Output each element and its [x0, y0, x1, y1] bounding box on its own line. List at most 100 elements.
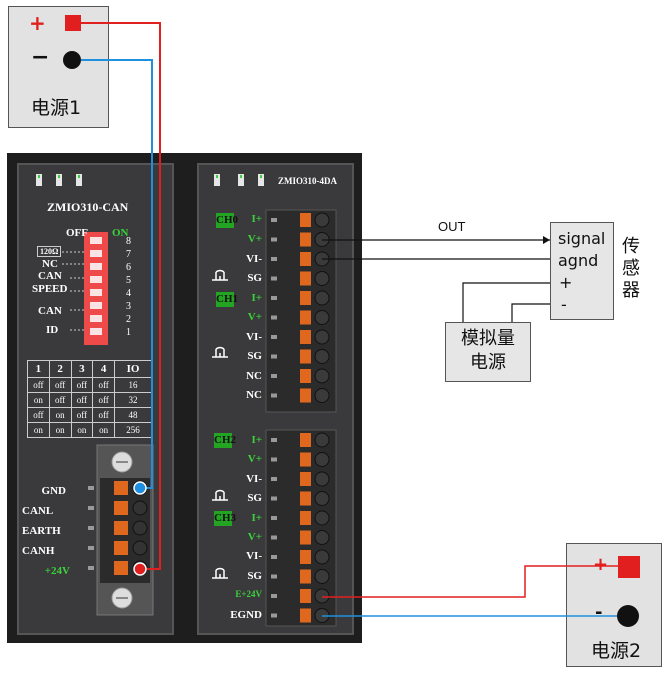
terminal-pin [271, 574, 277, 579]
terminal-label: I+ [251, 512, 262, 524]
dip-num-2: 2 [126, 314, 131, 325]
terminal-pin [271, 438, 277, 442]
dip-label-nc: NC [42, 258, 58, 270]
terminal-pin [271, 535, 277, 540]
plus-sign: + [29, 11, 46, 35]
terminal-label: VI- [246, 550, 262, 562]
dip-num-4: 4 [126, 288, 131, 299]
can-terminal-24v: +24V [44, 565, 70, 577]
terminal-label: E+24V [235, 589, 262, 599]
dip-num-3: 3 [126, 301, 131, 312]
dip-num-1: 1 [126, 327, 131, 338]
ch1-badge: CH1 [216, 292, 238, 307]
table-header: IO [114, 360, 152, 378]
terminal-screw [314, 388, 330, 403]
analog-psu-line2: 电源 [470, 352, 506, 373]
terminal-pin [271, 276, 277, 281]
can-terminal-gnd: GND [41, 485, 66, 497]
terminal-orange [300, 608, 311, 623]
terminal-label: SG [247, 492, 262, 504]
terminal-pin [271, 237, 277, 242]
terminal-pin [271, 335, 277, 339]
can-terminal-earth: EARTH [22, 525, 61, 537]
terminal-screw [314, 588, 330, 604]
minus-sign: − [31, 45, 50, 70]
analog-power-supply: 模拟量 电源 [445, 322, 531, 382]
dip-label-can-speed: CAN [38, 270, 62, 282]
table-cell: on [27, 422, 50, 438]
terminal-pin [271, 315, 277, 320]
power-supply-2: + - 电源2 [566, 543, 662, 667]
red-wire-24v [322, 565, 618, 598]
terminal-label: EGND [230, 609, 262, 621]
plus-sign: + [593, 554, 609, 575]
terminal-pin [271, 457, 277, 462]
terminal-screw [314, 349, 330, 364]
terminal-screw [314, 471, 330, 487]
terminal-pin [271, 477, 277, 481]
psu1-negative-terminal [63, 51, 81, 69]
terminal-label: I+ [251, 213, 262, 225]
terminal-label: V+ [247, 233, 262, 245]
terminal-screw [314, 491, 330, 506]
terminal-screw [314, 549, 330, 565]
terminal-orange [300, 388, 311, 403]
terminal-label: V+ [247, 531, 262, 543]
terminal-pin [271, 257, 277, 261]
plus-label: + [559, 273, 573, 292]
dip-switch [84, 232, 108, 345]
psu2-negative-terminal [617, 605, 639, 627]
terminal-label: VI- [246, 331, 262, 343]
terminal-label: NC [246, 370, 262, 382]
terminal-pin [271, 218, 277, 222]
terminal-label: VI- [246, 253, 262, 265]
terminal-pin [271, 393, 277, 398]
blue-wire [81, 59, 153, 489]
terminal-screw [314, 530, 330, 545]
dip-label-speed: SPEED [32, 283, 68, 295]
power-supply-1-label: 电源1 [31, 97, 82, 119]
can-id-table: 1 2 3 4 IO off off off off 16 on off off… [27, 360, 152, 438]
terminal-label: V+ [247, 453, 262, 465]
terminal-screw [314, 290, 330, 306]
can-leds [36, 174, 264, 186]
agnd-label: agnd [558, 251, 599, 270]
terminal-orange [300, 491, 311, 506]
terminal-pin [271, 496, 277, 501]
psu2-positive-terminal [618, 556, 640, 578]
terminal-pin [271, 374, 277, 378]
terminal-pin [271, 594, 277, 598]
terminal-screw [314, 452, 330, 467]
terminal-orange [300, 433, 311, 447]
table-cell: on [92, 422, 115, 438]
terminal-screw [314, 212, 330, 228]
can-terminal-canl: CANL [22, 505, 54, 517]
analog-psu-line1: 模拟量 [461, 328, 515, 349]
terminal-screw [314, 310, 330, 325]
terminal-pin [271, 516, 277, 520]
psu1-positive-terminal [65, 15, 81, 31]
dip-num-6: 6 [126, 262, 131, 273]
terminal-orange [300, 550, 311, 564]
terminal-screw [314, 368, 330, 384]
signal-label: signal [558, 229, 606, 248]
power-supply-1: + − 电源1 [8, 6, 109, 128]
da-module-title: ZMIO310-4DA [278, 176, 337, 186]
terminal-orange [300, 589, 311, 603]
dip-num-8: 8 [126, 236, 131, 247]
ch3-badge: CH3 [214, 511, 236, 526]
terminal-label: I+ [251, 292, 262, 304]
dip-on-label: ON [112, 227, 129, 239]
terminal-label: SG [247, 570, 262, 582]
out-label: OUT [438, 219, 466, 234]
ground-icon [212, 269, 228, 579]
dip-off-label: OFF [66, 227, 88, 239]
ch0-badge: CH0 [216, 213, 238, 228]
terminal-orange [300, 369, 311, 383]
terminal-label: NC [246, 389, 262, 401]
terminal-screw [314, 569, 330, 584]
terminal-pin [271, 555, 277, 559]
sensor-name: 传感器 [622, 236, 640, 301]
